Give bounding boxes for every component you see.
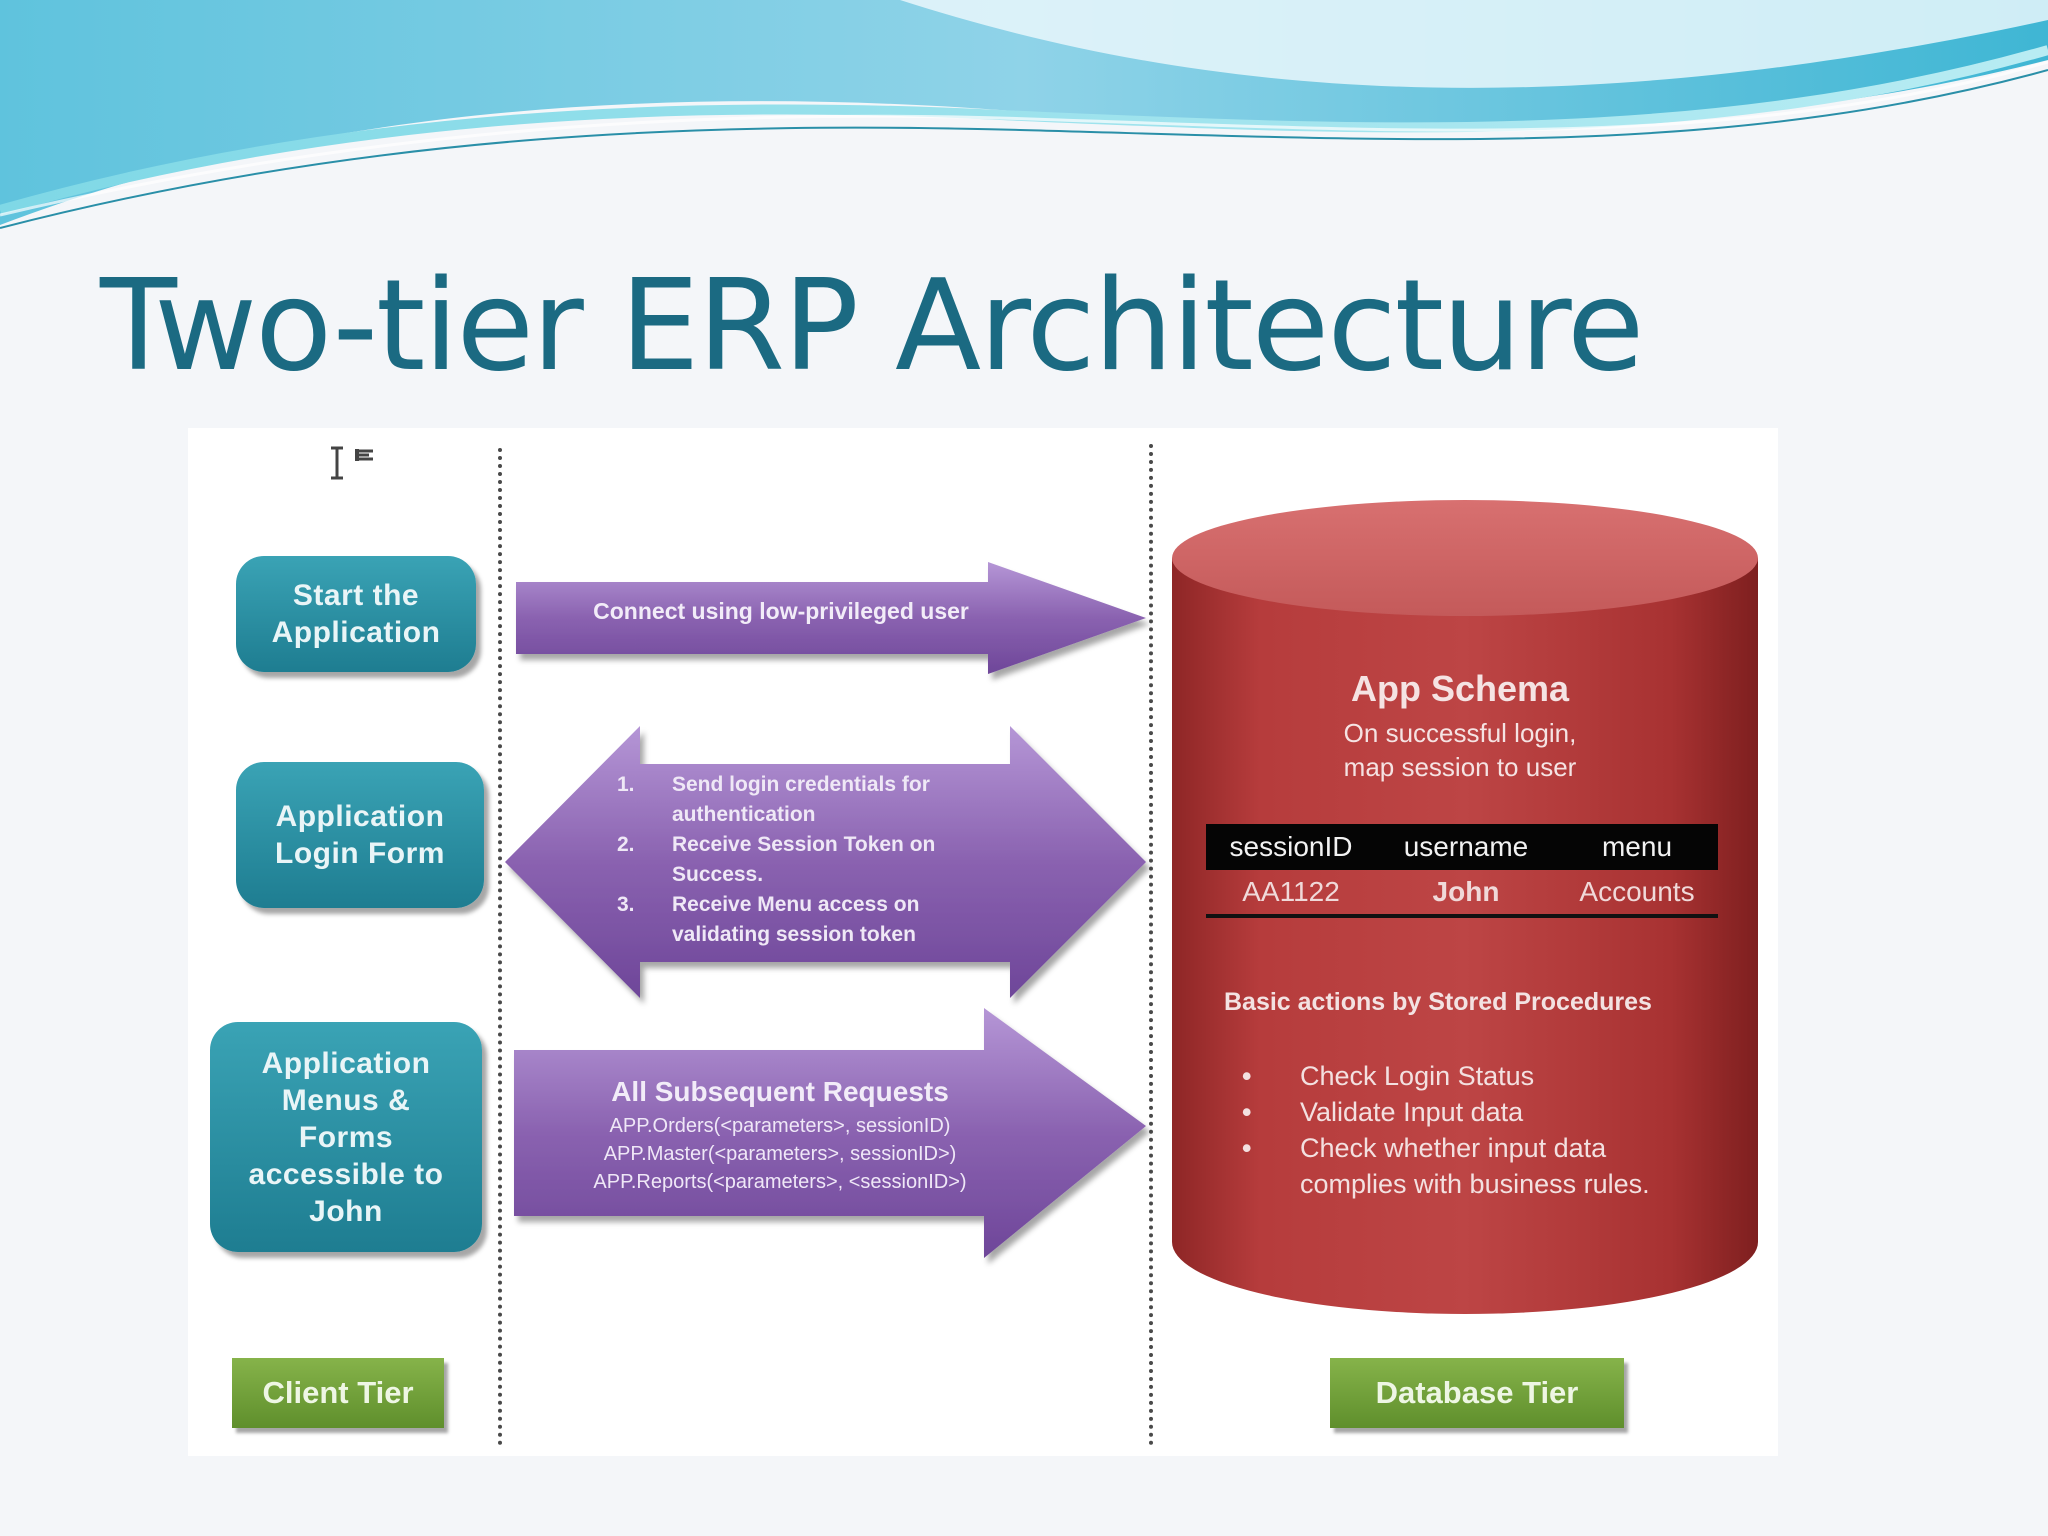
action-item: •Validate Input data [1242, 1097, 1524, 1127]
app-menus-box: Application Menus & Forms accessible to … [210, 1022, 482, 1252]
client-tier-divider [498, 448, 502, 1446]
request-line-master: APP.Master(<parameters>, sessionID>) [603, 1143, 957, 1165]
text-cursor-icon [331, 446, 373, 480]
header-menu: menu [1601, 831, 1673, 862]
start-application-label: Start the Application [271, 579, 441, 649]
cell-menu: Accounts [1579, 876, 1695, 907]
action-item: •Check Login Status [1242, 1061, 1535, 1091]
database-tier-divider [1149, 444, 1153, 1446]
login-double-arrow-shape [505, 726, 1146, 998]
database-tier-label: Database Tier [1330, 1358, 1624, 1428]
requests-arrow-shape [514, 1008, 1146, 1258]
start-application-box: Start the Application [236, 556, 476, 672]
cell-username: John [1432, 876, 1500, 907]
actions-list: •Check Login Status •Validate Input data… [1236, 1058, 1736, 1202]
header-username: username [1403, 831, 1529, 862]
session-table-header: sessionID username menu [1206, 824, 1718, 870]
app-menus-label: Application Menus & Forms accessible to … [248, 1046, 444, 1228]
actions-title: Basic actions by Stored Procedures [1224, 988, 1652, 1016]
header-wave-decoration [0, 0, 2048, 229]
session-table-row: AA1122 John Accounts [1206, 870, 1718, 918]
database-cylinder [1172, 500, 1758, 1314]
connect-arrow-shape [516, 562, 1146, 674]
login-form-box: Application Login Form [236, 762, 484, 908]
request-line-reports: APP.Reports(<parameters>, <sessionID>) [593, 1171, 967, 1193]
login-step-item: 3.Receive Menu access on validating sess… [617, 893, 920, 946]
slide-title: Two-tier ERP Architecture [100, 252, 1644, 399]
login-form-label: Application Login Form [275, 800, 445, 870]
requests-title: All Subsequent Requests [611, 1076, 949, 1107]
login-steps-list: 1.Send login credentials for authenticat… [617, 770, 1037, 950]
login-step-item: 1.Send login credentials for authenticat… [617, 773, 930, 826]
cell-sessionid: AA1122 [1242, 876, 1340, 907]
action-item: •Check whether input data complies with … [1242, 1133, 1650, 1199]
requests-lines: APP.Orders(<parameters>, sessionID) APP.… [520, 1112, 1040, 1196]
schema-subtitle: On successful login, map session to user [1343, 718, 1577, 782]
client-tier-label: Client Tier [232, 1358, 444, 1428]
header-sessionid: sessionID [1229, 831, 1353, 862]
schema-title: App Schema [1350, 668, 1570, 709]
connect-arrow-text: Connect using low-privileged user [593, 598, 969, 624]
request-line-orders: APP.Orders(<parameters>, sessionID) [609, 1115, 951, 1137]
login-step-item: 2.Receive Session Token on Success. [617, 833, 936, 886]
